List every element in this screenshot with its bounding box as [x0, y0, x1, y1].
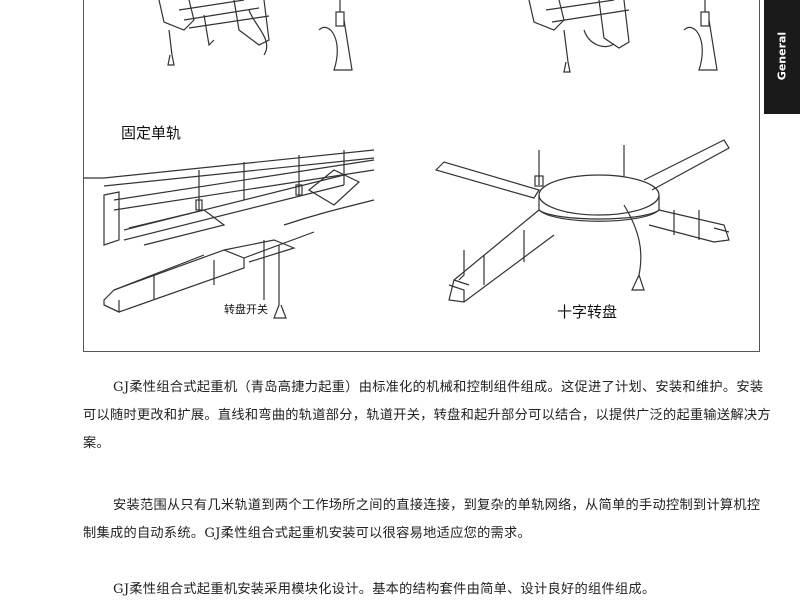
top-right-trolley-drawing [528, 0, 718, 73]
paragraph-installation-range: 安装范围从只有几米轨道到两个工作场所之间的直接连接，到复杂的单轨网络，从简单的手… [83, 498, 761, 541]
turntable-switch-caption: 转盘开关 [224, 303, 268, 316]
top-left-trolley-drawing [158, 0, 353, 71]
fixed-monorail-caption: 固定单轨 [121, 124, 182, 142]
paragraph-intro: GJ柔性组合式起重机（青岛高捷力起重）由标准化的机械和控制组件组成。这促进了计划… [83, 380, 771, 451]
crane-illustration [84, 0, 730, 319]
cross-turntable-caption: 十字转盘 [557, 303, 618, 321]
illustration-frame: 固定单轨 转盘开关 十字转盘 [83, 0, 760, 352]
section-tab-label: General [775, 31, 789, 81]
section-tab-rule [764, 112, 800, 114]
fixed-monorail-drawing [84, 149, 375, 319]
section-tab: General [764, 0, 800, 112]
paragraph-modular-design: GJ柔性组合式起重机安装采用模块化设计。基本的结构套件由简单、设计良好的组件组成… [113, 582, 656, 597]
cross-turntable-drawing [434, 139, 730, 303]
